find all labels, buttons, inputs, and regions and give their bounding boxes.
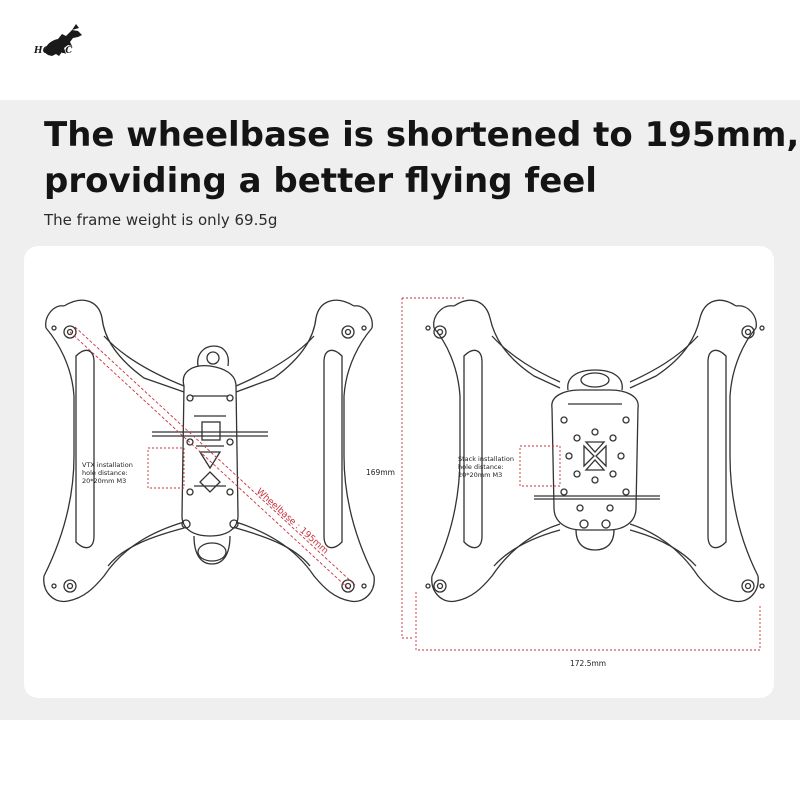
height-label: 169mm bbox=[366, 468, 395, 477]
vtx-label-line-3: 20*20mm M3 bbox=[82, 477, 126, 485]
top-strip bbox=[0, 0, 800, 100]
right-dimension-lines bbox=[415, 445, 761, 651]
frame-diagrams: VTX installation hole distance: 20*20mm … bbox=[43, 297, 765, 668]
brand-logo-text: HGLRC bbox=[34, 46, 73, 56]
vtx-label-line-1: VTX installation bbox=[82, 461, 133, 469]
wheelbase-label: Wheelbase : 195mm bbox=[254, 487, 330, 557]
left-dimension-lines bbox=[69, 326, 356, 591]
headline-line-1: The wheelbase is shortened to 195mm, bbox=[44, 115, 800, 155]
dinosaur-logo-icon bbox=[44, 24, 82, 56]
diagram-card: VTX installation hole distance: 20*20mm … bbox=[24, 246, 774, 698]
right-frame-drawing bbox=[425, 299, 765, 603]
frame-weight-text: The frame weight is only 69.5g bbox=[44, 211, 278, 229]
height-dimension bbox=[401, 297, 464, 639]
vtx-label-line-2: hole distance: bbox=[82, 469, 128, 477]
headline: The wheelbase is shortened to 195mm, pro… bbox=[44, 112, 800, 204]
left-frame-drawing bbox=[43, 299, 375, 603]
stack-label-line-1: Stack installation bbox=[458, 455, 514, 463]
stack-label-line-2: hole distance: bbox=[458, 463, 504, 471]
headline-line-2: providing a better flying feel bbox=[44, 161, 597, 201]
bottom-strip bbox=[0, 720, 800, 800]
width-label: 172.5mm bbox=[570, 659, 606, 668]
stack-label-line-3: 20*20mm M3 bbox=[458, 471, 502, 479]
